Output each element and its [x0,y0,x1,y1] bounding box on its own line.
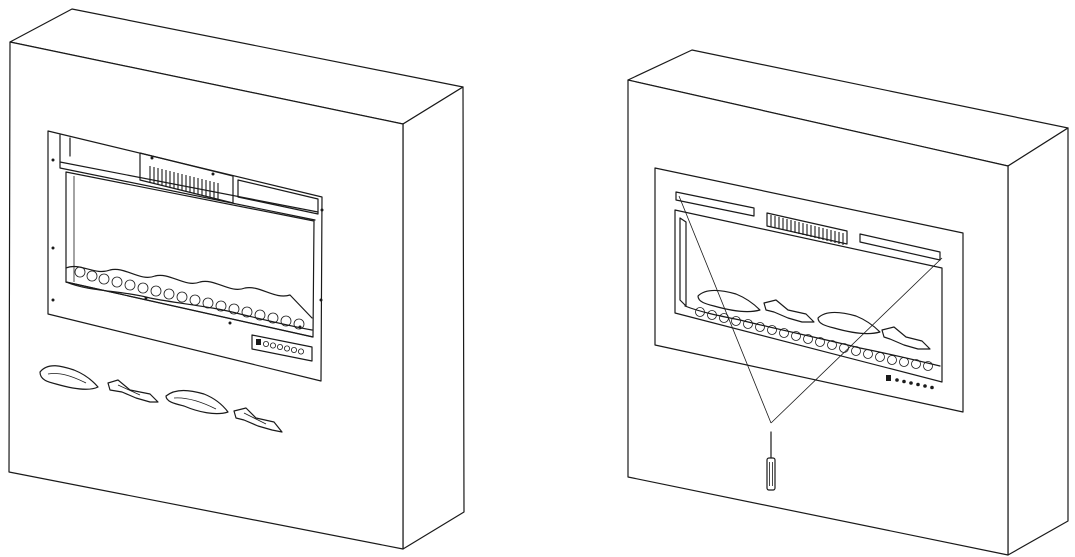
right-log-set [684,289,941,371]
log-piece-1 [39,365,99,390]
right-heater-vent [766,212,848,245]
screwdriver-icon [766,431,776,491]
left-rail-cover [237,179,319,215]
left-power-button [256,339,261,345]
right-ember-stones [695,307,933,371]
right-fireplace-insert [654,167,964,413]
left-step-panel [8,8,465,550]
right-log-4 [881,326,931,350]
left-heater-vent [149,166,219,199]
left-ember-bed [65,266,313,331]
right-log-2 [763,299,815,323]
right-power-button [886,375,891,381]
right-wall-side [1007,127,1069,556]
screw-pointer-lines [678,195,943,424]
left-loose-logs [39,365,283,433]
right-log-3 [817,311,881,335]
left-wall-side [402,86,465,550]
left-fireplace-insert [47,130,324,382]
right-top-rail-left [675,191,755,217]
left-mounting-screws [51,156,324,329]
right-step-panel [627,49,1069,556]
left-lower-trim-line [65,281,314,338]
right-log-1 [697,289,761,313]
right-glass-panel [674,209,943,383]
log-piece-3 [165,389,229,415]
left-control-panel [251,334,313,362]
right-control-buttons [886,375,934,390]
log-piece-2 [107,379,159,403]
right-trim-frame [654,167,964,413]
left-vent-housing [139,152,234,204]
